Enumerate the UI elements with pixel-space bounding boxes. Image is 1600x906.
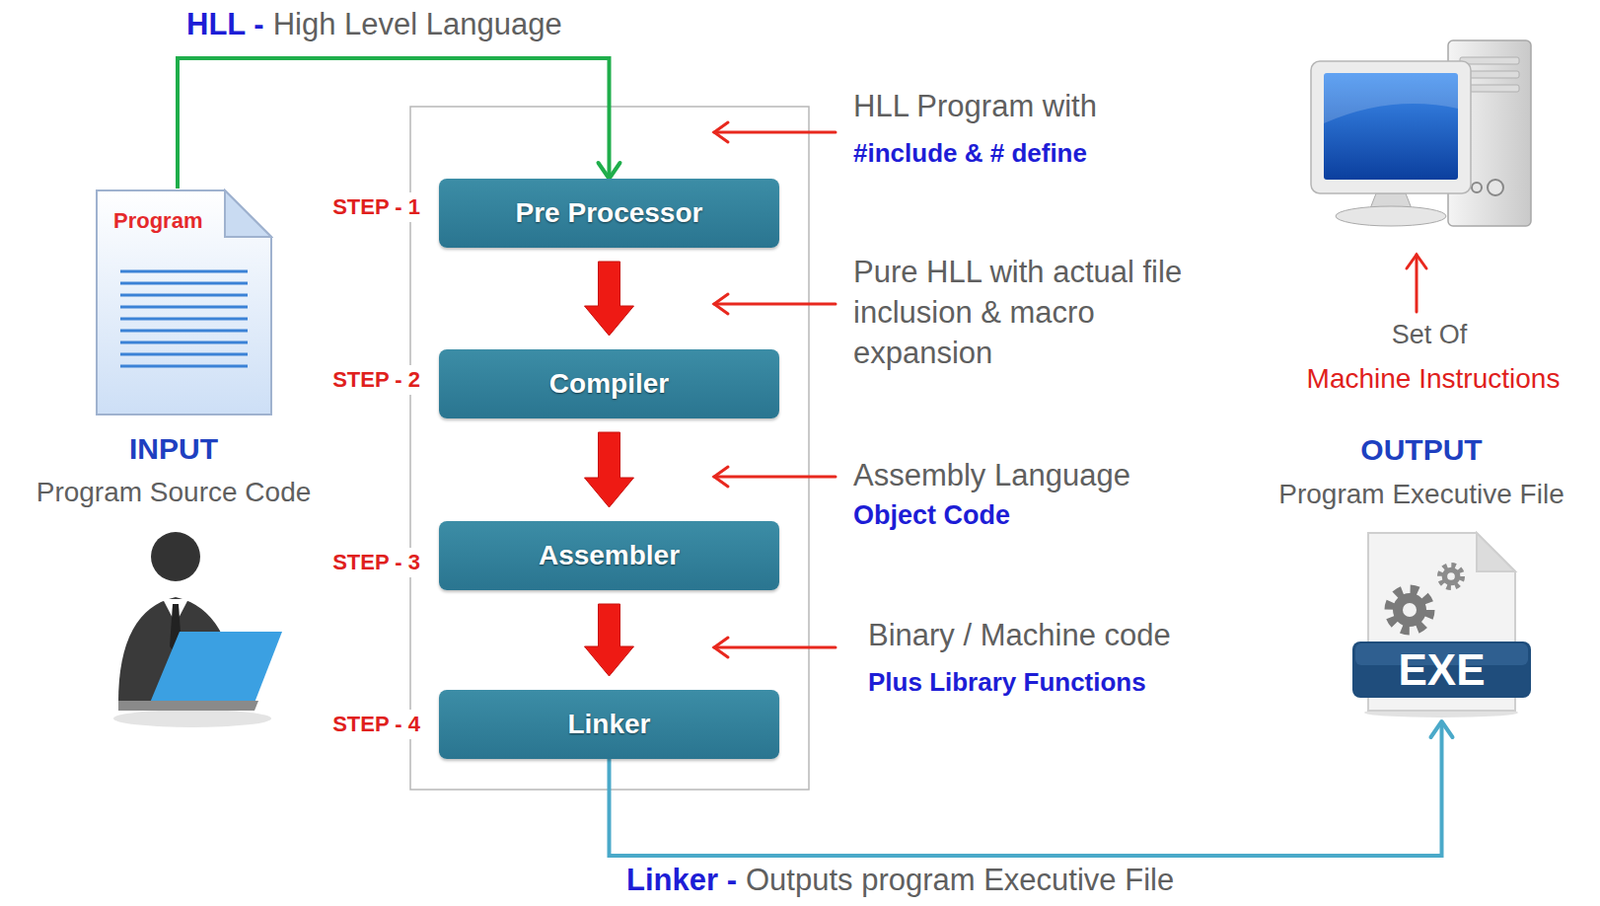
stage-note: Binary / Machine code xyxy=(868,617,1171,654)
connector xyxy=(584,432,635,508)
process-box: Pre Processor xyxy=(438,178,780,248)
gear-hole xyxy=(1447,572,1455,581)
process-box: Linker xyxy=(438,689,780,759)
stage-note-keyword: Object Code xyxy=(853,500,1011,531)
step-number: STEP - 3 xyxy=(328,547,425,578)
exe-file-icon: EXE xyxy=(1352,530,1531,720)
gear-body xyxy=(1392,592,1427,627)
io-heading: OUTPUT xyxy=(1360,433,1482,467)
edge-note: High Level Language xyxy=(273,6,563,43)
computer-icon xyxy=(1310,40,1531,226)
box-label: Assembler xyxy=(538,539,680,572)
connector-line xyxy=(177,58,610,189)
arrow-head xyxy=(1431,721,1454,737)
connector xyxy=(584,603,635,676)
connector xyxy=(584,261,635,336)
output-note: Set Of xyxy=(1391,319,1468,351)
gear-teeth xyxy=(1389,589,1430,630)
text-line xyxy=(120,317,248,321)
process-box: Assembler xyxy=(438,520,780,590)
stage-note: Assembly Language xyxy=(853,457,1131,494)
io-caption: Program Executive File xyxy=(1278,478,1564,510)
text-line xyxy=(120,293,248,297)
io-caption: Program Source Code xyxy=(36,476,312,509)
box-label: Compiler xyxy=(549,367,669,400)
connector xyxy=(177,58,621,189)
legend-key: HLL - xyxy=(186,6,265,43)
stage-note-keyword: Plus Library Functions xyxy=(868,666,1147,698)
box-label: Linker xyxy=(567,708,651,740)
process-box: Compiler xyxy=(438,349,780,419)
step-number: STEP - 1 xyxy=(328,192,425,222)
legend-key: Linker - xyxy=(626,862,737,898)
text-line xyxy=(120,364,248,368)
arrow-head xyxy=(598,162,621,179)
page-fold xyxy=(1476,532,1516,572)
document-page xyxy=(96,190,272,415)
text-line xyxy=(120,353,248,357)
stage-note-keyword: #include & # define xyxy=(853,138,1088,169)
document-label: Program xyxy=(113,208,203,234)
stage-note: Pure HLL with actual file inclusion & ma… xyxy=(853,251,1224,373)
text-line xyxy=(120,270,248,274)
gear-body xyxy=(1442,567,1461,586)
person-icon xyxy=(113,531,283,728)
step-number: STEP - 2 xyxy=(328,364,425,395)
text-line xyxy=(120,341,248,345)
text-line xyxy=(120,305,248,309)
stage-note: HLL Program with xyxy=(853,88,1097,125)
step-number: STEP - 4 xyxy=(328,709,425,739)
gear-teeth xyxy=(1440,565,1462,587)
box-label: Pre Processor xyxy=(515,197,704,229)
file-type-label: EXE xyxy=(1352,641,1531,698)
io-heading: INPUT xyxy=(129,432,219,466)
document-icon: Program xyxy=(94,188,274,417)
edge-note: Outputs program Executive File xyxy=(745,862,1174,898)
gear-hole xyxy=(1402,602,1417,617)
text-line xyxy=(120,329,248,333)
process-container xyxy=(410,106,809,790)
block-arrow xyxy=(584,603,635,676)
exe-band xyxy=(1352,641,1531,698)
text-line xyxy=(120,282,248,286)
page-fold xyxy=(224,190,272,237)
block-arrow xyxy=(584,432,635,508)
block-arrow xyxy=(584,261,635,336)
output-note: Machine Instructions xyxy=(1307,363,1561,395)
